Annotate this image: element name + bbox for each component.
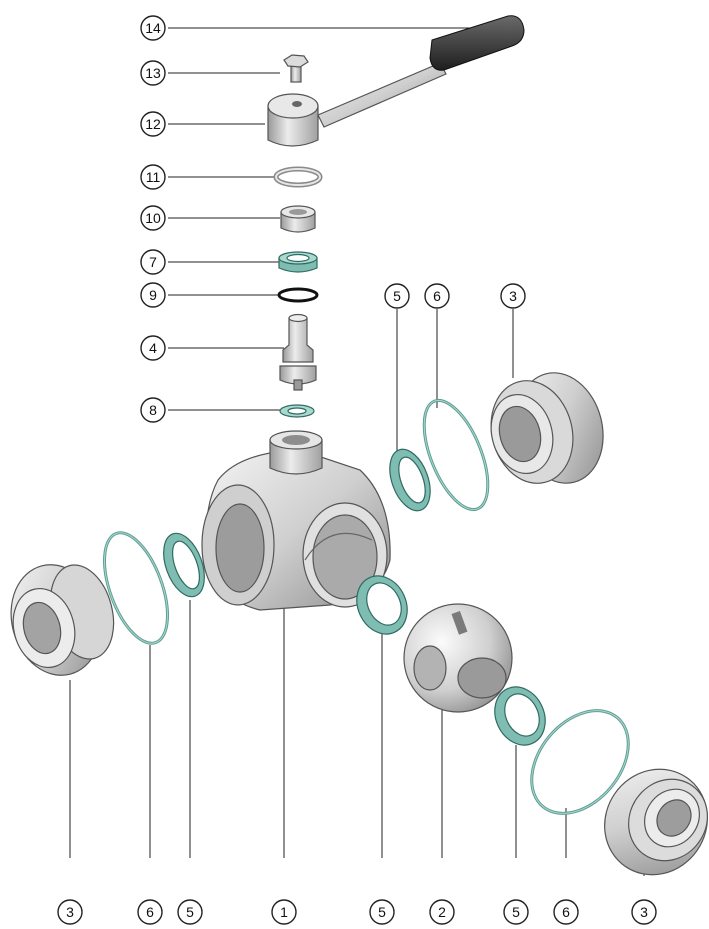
callout-label: 6 [146, 904, 154, 920]
callout-5-mid: 5 [369, 899, 395, 925]
callout-label: 5 [512, 904, 520, 920]
end-fitting-bottom-right [604, 768, 708, 876]
callout-label: 10 [145, 210, 161, 226]
callout-4: 4 [140, 335, 166, 361]
callout-label: 9 [149, 287, 157, 303]
callout-9: 9 [140, 282, 166, 308]
callout-label: 6 [433, 288, 441, 304]
callout-label: 11 [146, 169, 161, 185]
callout-8: 8 [140, 397, 166, 423]
stem-oring [277, 287, 319, 303]
bolt [283, 54, 309, 83]
callout-label: 13 [145, 65, 161, 81]
callout-7: 7 [140, 249, 166, 275]
callout-label: 6 [562, 904, 570, 920]
valve-stem [279, 313, 317, 391]
gasket-right [530, 709, 630, 815]
callout-label: 5 [378, 904, 386, 920]
callout-label: 3 [66, 904, 74, 920]
callout-12: 12 [140, 111, 166, 137]
stem-nut [280, 205, 316, 233]
stem-seal [278, 251, 318, 273]
callout-10: 10 [140, 205, 166, 231]
callout-1: 1 [271, 899, 297, 925]
gasket-left [103, 531, 169, 645]
seat-top-right [389, 448, 431, 512]
callout-13: 13 [140, 60, 166, 86]
end-fitting-top-right [490, 372, 604, 484]
callout-label: 5 [186, 904, 194, 920]
handle-lever [317, 15, 525, 128]
seat-right [494, 686, 546, 746]
washer [273, 166, 323, 188]
callout-label: 12 [145, 116, 161, 132]
stem-lower-seal [279, 404, 315, 418]
callout-6-right: 6 [553, 899, 579, 925]
handle-hub [267, 93, 319, 147]
callout-label: 1 [280, 904, 288, 920]
callout-label: 7 [149, 254, 157, 270]
callout-11: 11 [140, 164, 166, 190]
callout-label: 14 [145, 20, 161, 36]
callout-5-top: 5 [384, 283, 410, 309]
seat-left [163, 532, 205, 598]
callout-3-left: 3 [57, 899, 83, 925]
callout-2: 2 [429, 899, 455, 925]
gasket-top-right [422, 398, 490, 512]
callout-label: 2 [438, 904, 446, 920]
callout-6-left: 6 [137, 899, 163, 925]
callout-label: 5 [393, 288, 401, 304]
callout-label: 4 [149, 340, 157, 356]
end-fitting-left [10, 564, 115, 676]
leader-lines [69, 27, 645, 876]
seat-mid [356, 575, 408, 635]
valve-body [201, 430, 391, 611]
callout-label: 8 [149, 402, 157, 418]
callout-label: 3 [509, 288, 517, 304]
callout-3-top: 3 [500, 283, 526, 309]
valve-ball [403, 603, 513, 713]
callout-6-top: 6 [424, 283, 450, 309]
callout-3-right: 3 [631, 899, 657, 925]
callout-14: 14 [140, 15, 166, 41]
callout-5-right: 5 [503, 899, 529, 925]
callout-label: 3 [640, 904, 648, 920]
callout-5-left: 5 [177, 899, 203, 925]
